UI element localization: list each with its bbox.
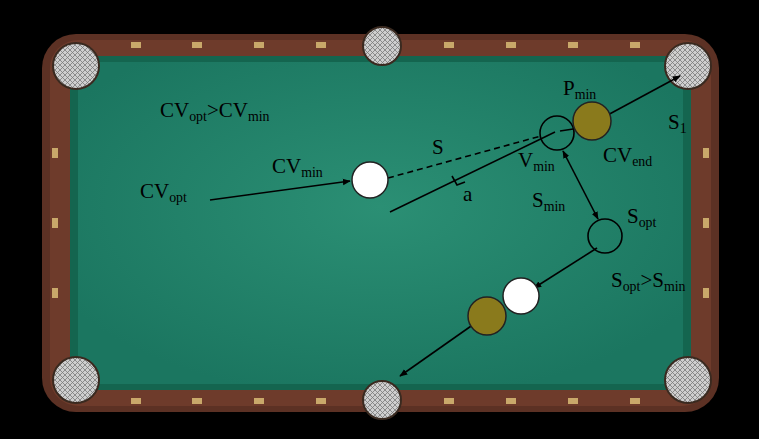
- next-cue-arrow: [534, 248, 597, 288]
- cue-ball: [352, 162, 388, 198]
- diagram-label: Pmin: [563, 78, 596, 102]
- cue-travel-arrow: [563, 151, 598, 219]
- table-rail: [42, 34, 719, 412]
- shot-lines: [210, 76, 680, 376]
- next-pot-arrow: [400, 324, 474, 376]
- diagram-label: S1: [668, 112, 687, 136]
- diagram-label: CVmin: [272, 156, 323, 180]
- table-rail-inner: [50, 40, 711, 406]
- diagram-label: S: [432, 137, 444, 158]
- diagram-label: CVend: [603, 145, 652, 169]
- diagram-label: Sopt>Smin: [611, 270, 686, 294]
- diagram-label: a: [463, 184, 472, 205]
- aim-line: [388, 136, 541, 178]
- ghost-ball: [540, 116, 574, 150]
- ghost-ball: [588, 219, 622, 253]
- diagram-label: Vmin: [518, 150, 555, 174]
- cue-ball: [503, 278, 539, 314]
- angle-line: [390, 132, 555, 212]
- rail-diamonds: [52, 42, 709, 404]
- object-ball: [573, 102, 611, 140]
- cue-path-arrow: [210, 181, 350, 200]
- diagram-label: Smin: [532, 190, 565, 214]
- cushion: [70, 56, 691, 390]
- pockets: [53, 27, 711, 419]
- felt: [78, 62, 683, 384]
- object-ball: [468, 297, 506, 335]
- diagram-label: Sopt: [627, 206, 656, 230]
- diagram-label: CVopt>CVmin: [160, 100, 269, 124]
- diagram-label: CVopt: [140, 181, 187, 205]
